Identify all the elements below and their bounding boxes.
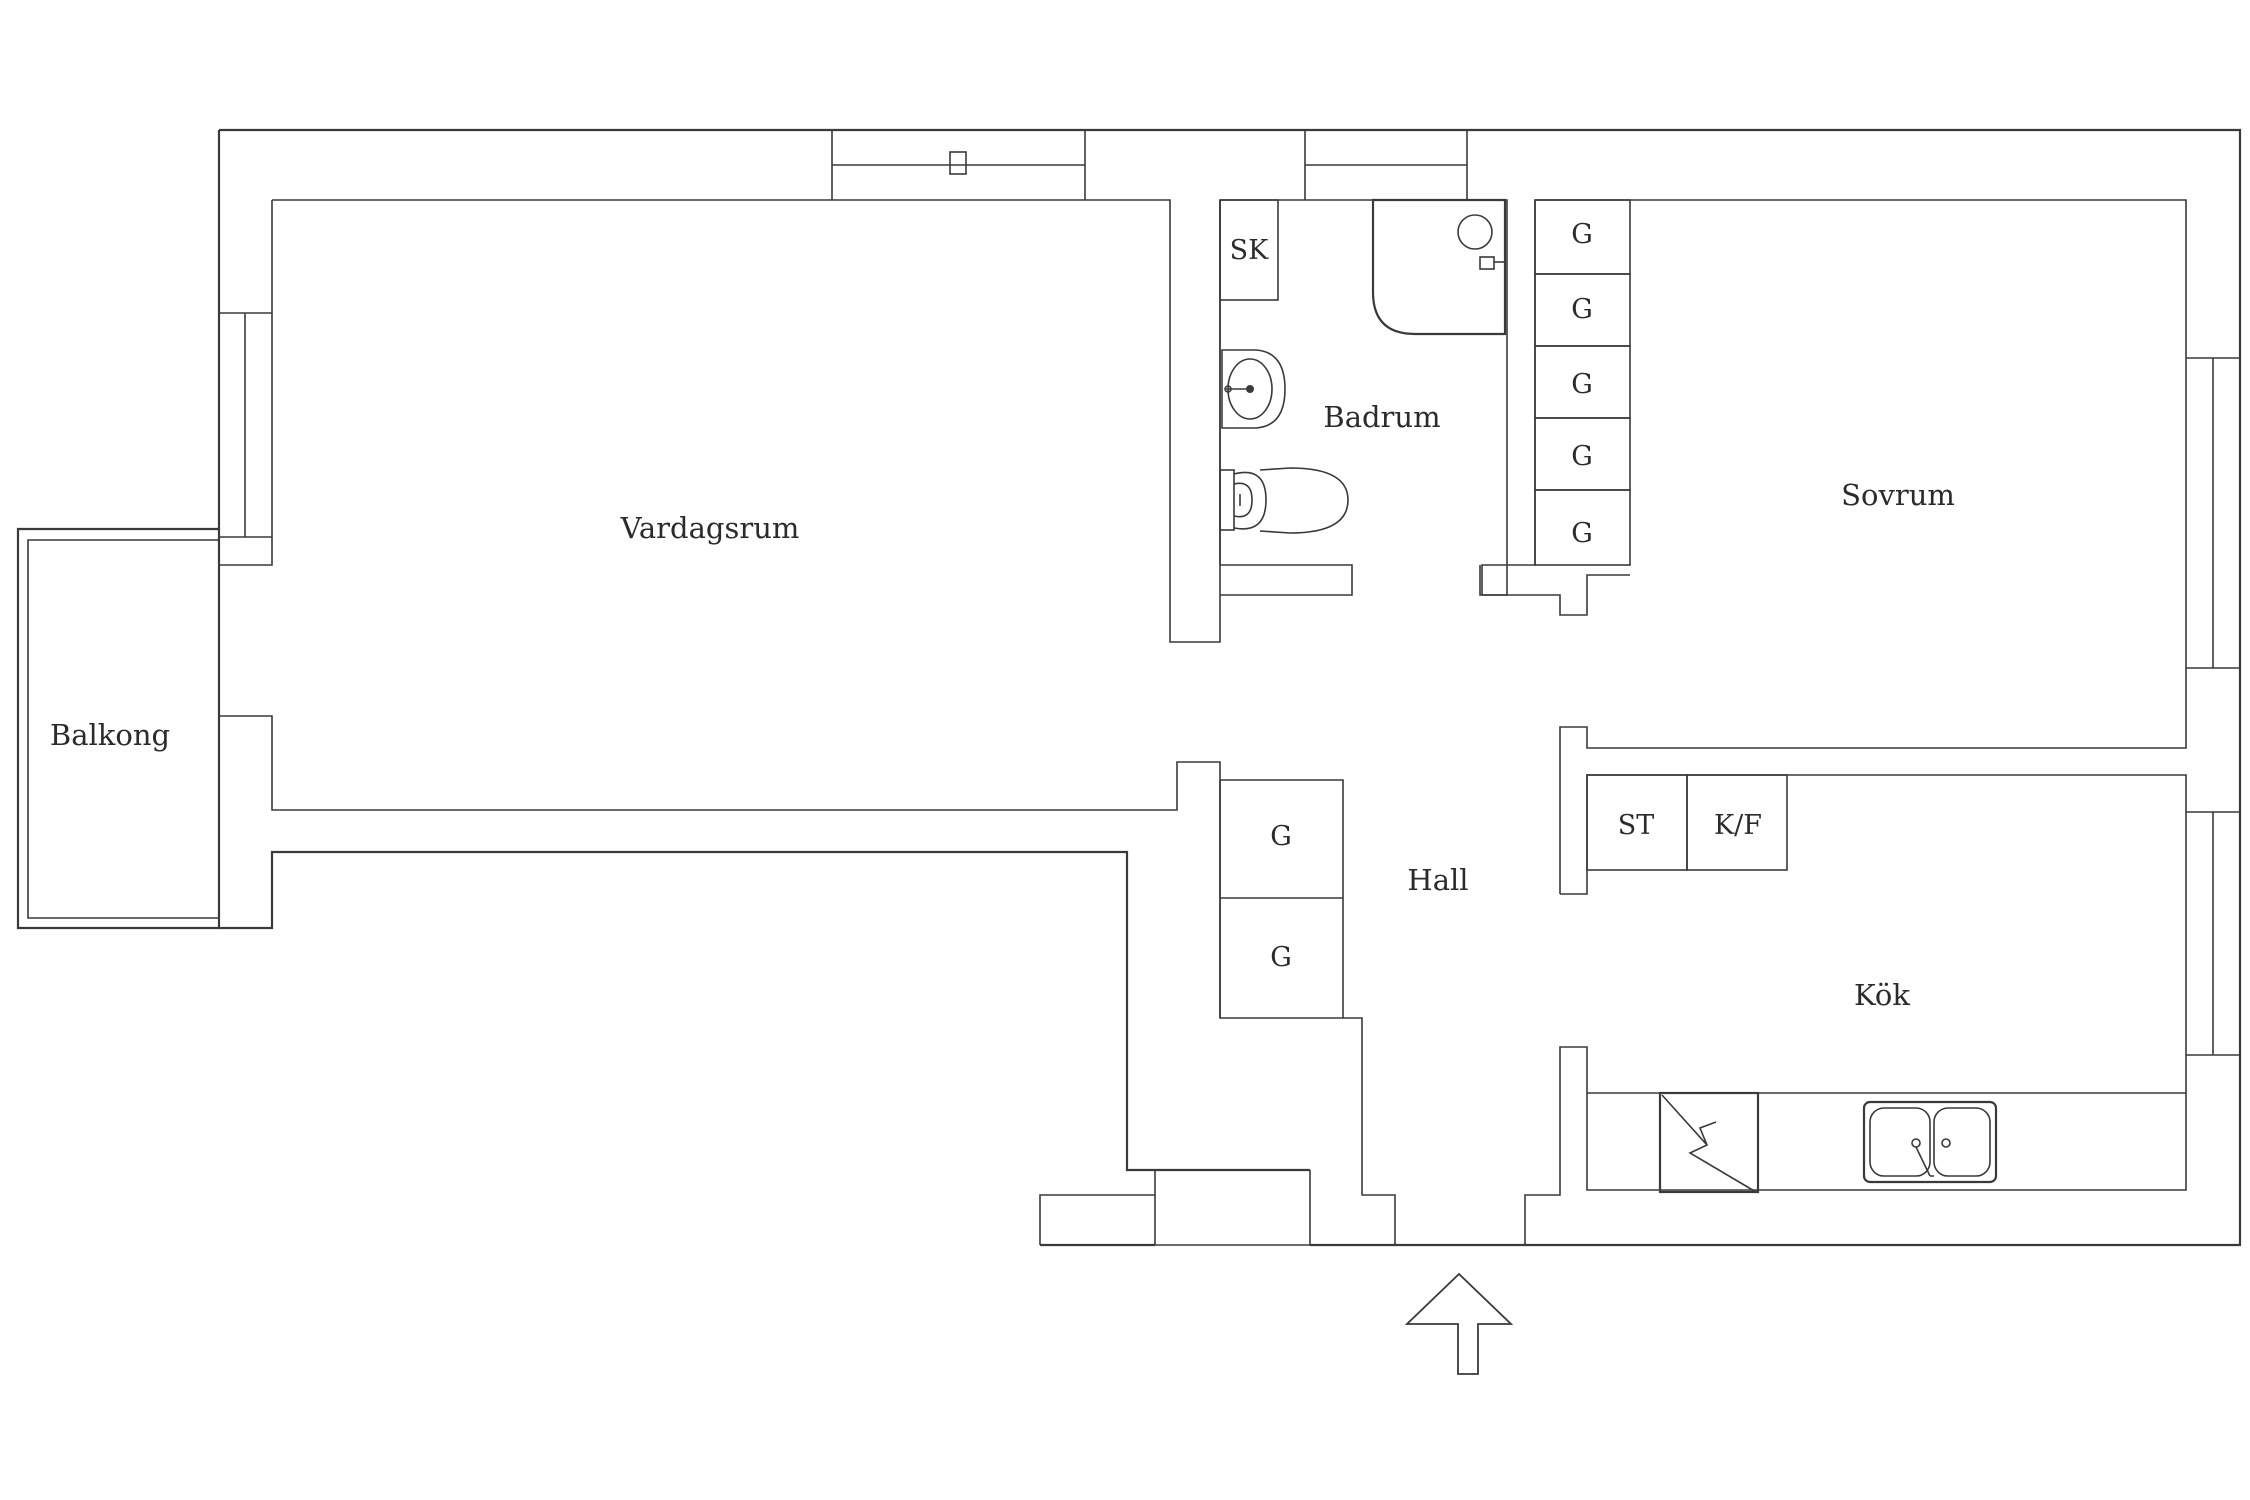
- label-st: ST: [1618, 810, 1655, 841]
- fixture-labels: SK ST K/F G G G G G G G: [1230, 219, 1762, 973]
- double-sink-icon: [1862, 1100, 1998, 1184]
- toilet-icon: [1219, 467, 1349, 534]
- outer-walls: [217, 128, 2242, 1247]
- shower-head: [1457, 214, 1493, 250]
- entrance-arrow-icon: [1404, 1272, 1514, 1375]
- label-kf: K/F: [1714, 810, 1762, 841]
- label-hall: Hall: [1407, 863, 1468, 897]
- stove-icon: [1658, 1091, 1760, 1194]
- fridge-freezer: [1686, 774, 1788, 871]
- label-badrum: Badrum: [1323, 400, 1440, 434]
- shower-valve: [1479, 256, 1495, 270]
- kitchen: [1524, 774, 2187, 1245]
- balcony: [16, 527, 219, 930]
- label-balkong: Balkong: [50, 718, 170, 752]
- label-vardagsrum: Vardagsrum: [620, 511, 800, 545]
- label-wardrobe-g: G: [1270, 821, 1292, 852]
- label-sk: SK: [1230, 235, 1269, 266]
- bedroom: [1481, 199, 2187, 894]
- room-labels: Vardagsrum Badrum Sovrum Balkong Hall Kö…: [50, 400, 1955, 1012]
- bathroom: [1219, 198, 1508, 596]
- label-sovrum: Sovrum: [1841, 478, 1955, 512]
- label-wardrobe-g: G: [1571, 518, 1593, 549]
- label-kok: Kök: [1854, 978, 1910, 1012]
- shower-icon: [1371, 198, 1507, 336]
- label-wardrobe-g: G: [1571, 441, 1593, 472]
- label-wardrobe-g: G: [1571, 294, 1593, 325]
- closet-sk: [1219, 199, 1279, 301]
- sink-icon: [1221, 349, 1286, 429]
- window-latch: [949, 151, 967, 175]
- wardrobe: [1534, 489, 1631, 566]
- hall: [1219, 779, 1396, 1245]
- label-wardrobe-g: G: [1571, 369, 1593, 400]
- label-wardrobe-g: G: [1571, 219, 1593, 250]
- windows: [219, 130, 2240, 1056]
- label-wardrobe-g: G: [1270, 942, 1292, 973]
- living-room-walls: [219, 199, 1221, 811]
